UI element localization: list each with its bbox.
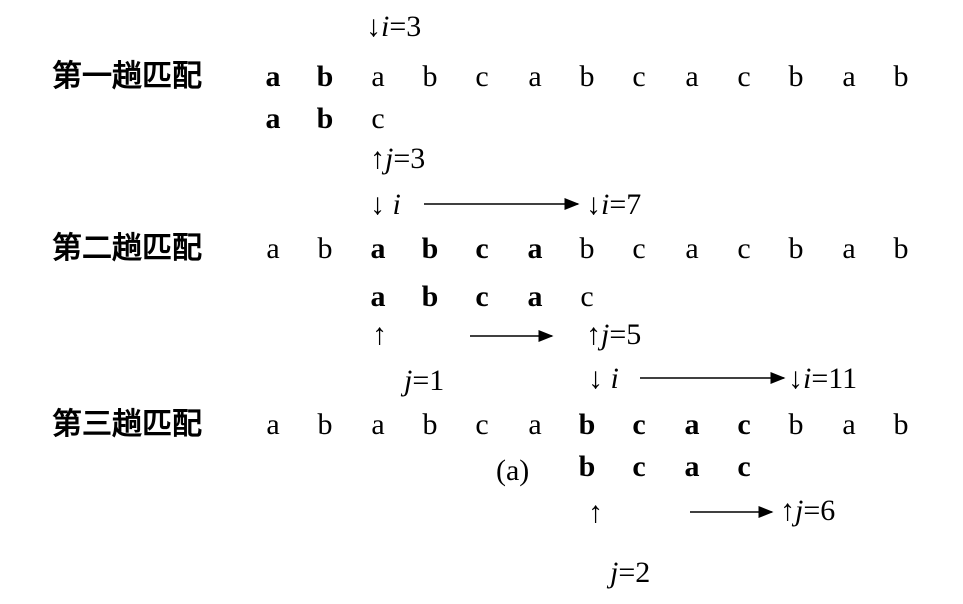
marker-i11: ↓i=11	[788, 362, 858, 395]
main-char: b	[317, 232, 333, 265]
main-char: b	[893, 60, 909, 93]
pattern-char: c	[475, 280, 489, 313]
main-char: b	[316, 60, 334, 93]
main-char: a	[685, 232, 699, 265]
main-char: a	[528, 60, 542, 93]
marker-j5: ↑j=5	[586, 318, 642, 351]
main-char: c	[737, 408, 751, 441]
pattern-char: b	[421, 280, 439, 313]
main-char: a	[528, 408, 542, 441]
marker-j-start-third: ↑	[588, 496, 603, 529]
marker-j-start-second: ↑	[372, 318, 387, 351]
main-char: a	[842, 60, 856, 93]
main-char: a	[527, 232, 543, 265]
pattern-char: a	[684, 450, 700, 483]
main-char: b	[579, 232, 595, 265]
figure-caption: (a)	[496, 454, 530, 487]
main-char: b	[788, 408, 804, 441]
main-char: a	[842, 408, 856, 441]
main-char: a	[266, 408, 280, 441]
main-char: b	[422, 408, 438, 441]
marker-i7: ↓i=7	[586, 188, 642, 221]
main-char: c	[632, 60, 646, 93]
pattern-char: a	[370, 280, 386, 313]
main-char: c	[737, 232, 751, 265]
main-char: a	[266, 232, 280, 265]
main-char: c	[475, 408, 489, 441]
main-char: c	[475, 60, 489, 93]
row-label-2: 第二趟匹配	[52, 231, 202, 266]
pattern-char: c	[737, 450, 751, 483]
main-char: b	[317, 408, 333, 441]
marker-i-start-second: ↓ i	[370, 188, 401, 221]
pattern-char: c	[632, 450, 646, 483]
main-char: b	[893, 232, 909, 265]
main-char: a	[684, 408, 700, 441]
main-char: c	[632, 408, 646, 441]
pattern-char: b	[578, 450, 596, 483]
marker-i3: ↓i=3	[366, 10, 422, 43]
pattern-char: c	[580, 280, 594, 313]
main-char: b	[788, 60, 804, 93]
pattern-char: b	[316, 102, 334, 135]
main-char: a	[371, 408, 385, 441]
marker-i-start-third: ↓ i	[588, 362, 619, 395]
main-char: b	[893, 408, 909, 441]
marker-j6: ↑j=6	[780, 494, 836, 527]
marker-j2: j=2	[610, 556, 651, 589]
row-label-1: 第一趟匹配	[52, 59, 202, 94]
main-char: c	[737, 60, 751, 93]
marker-j3: ↑j=3	[370, 142, 426, 175]
main-char: a	[685, 60, 699, 93]
main-char: a	[370, 232, 386, 265]
pattern-char: a	[527, 280, 543, 313]
marker-j1: j=1	[404, 364, 445, 397]
main-char: a	[265, 60, 281, 93]
row-label-3: 第三趟匹配	[52, 407, 202, 442]
main-char: b	[579, 60, 595, 93]
main-char: b	[421, 232, 439, 265]
main-char: b	[422, 60, 438, 93]
main-char: b	[578, 408, 596, 441]
pattern-char: c	[371, 102, 385, 135]
main-char: c	[475, 232, 489, 265]
main-char: a	[842, 232, 856, 265]
pattern-char: a	[265, 102, 281, 135]
main-char: b	[788, 232, 804, 265]
main-char: a	[371, 60, 385, 93]
main-char: c	[632, 232, 646, 265]
